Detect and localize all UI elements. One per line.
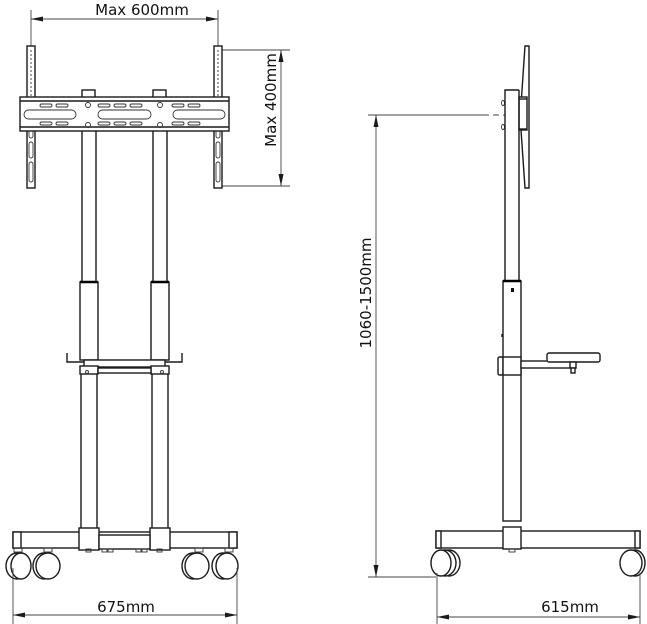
vesa-width-label: Max 600mm <box>95 1 189 19</box>
base-depth-dimension: 615mm <box>436 573 641 624</box>
base-side <box>435 526 641 553</box>
upper-column-pair <box>81 131 168 282</box>
base-depth-label: 615mm <box>541 598 599 616</box>
vesa-width-dimension: Max 600mm <box>30 1 219 46</box>
shelf-bracket-front <box>66 353 183 375</box>
caster-group-front <box>5 547 239 580</box>
caster-icon <box>211 547 239 580</box>
caster-icon <box>181 547 210 580</box>
vesa-height-dimension: Max 400mm <box>222 49 290 187</box>
caster-icon <box>5 547 32 580</box>
caster-icon <box>619 549 646 577</box>
height-range-dimension: 1060-1500mm <box>357 114 505 578</box>
lower-column-pair <box>79 280 170 361</box>
base-columns <box>80 374 169 528</box>
side-view: 1060-1500mm <box>357 45 646 624</box>
mount-plate <box>19 89 230 132</box>
caster-icon <box>32 547 61 580</box>
base-width-label: 675mm <box>97 598 155 616</box>
caster-group-side <box>430 549 646 577</box>
base-front <box>12 527 238 553</box>
front-view: Max 600mm Max 400mm <box>5 1 290 624</box>
base-width-dimension: 675mm <box>12 568 238 624</box>
side-tilt-mount <box>501 45 530 189</box>
height-range-label: 1060-1500mm <box>357 238 375 349</box>
side-column <box>501 89 522 522</box>
side-shelf <box>497 352 601 376</box>
caster-icon <box>430 549 461 577</box>
vesa-height-label: Max 400mm <box>262 53 280 147</box>
